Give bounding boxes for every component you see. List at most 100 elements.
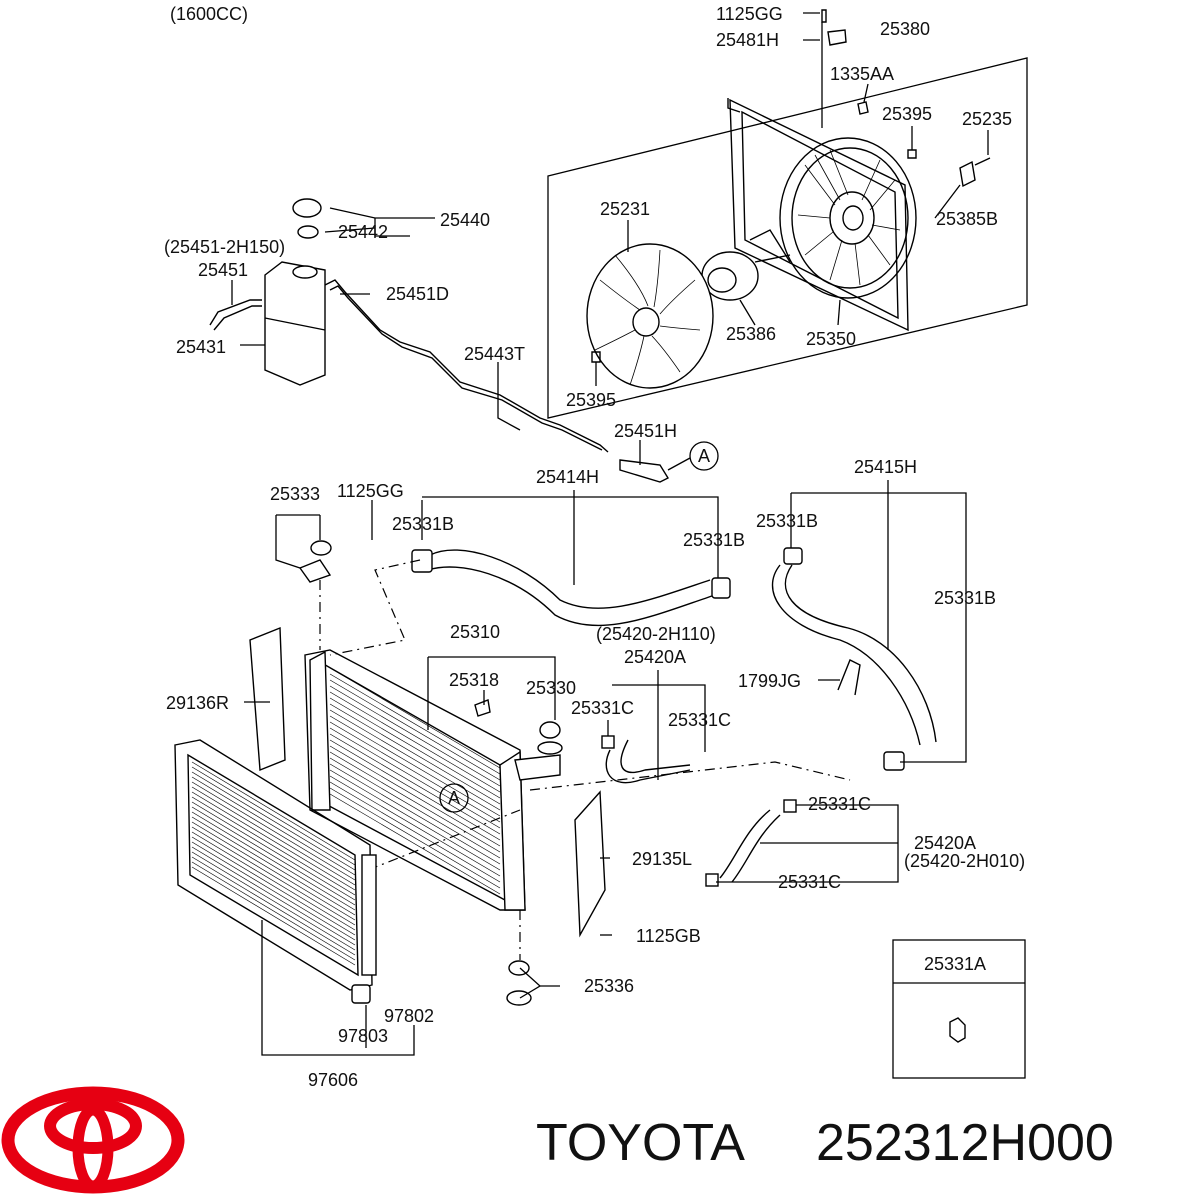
core-fin-line: [329, 781, 501, 883]
core-fin-line: [329, 721, 501, 823]
label-25420a-b: 25420A: [914, 833, 976, 853]
label-1335aa: 1335AA: [830, 64, 894, 84]
label-25395-b: 25395: [566, 390, 616, 410]
label-25451-alt: (25451-2H150): [164, 237, 285, 257]
label-25440: 25440: [440, 210, 490, 230]
label-29136r: 29136R: [166, 693, 229, 713]
label-25442: 25442: [338, 222, 388, 242]
core-fin-line: [329, 727, 501, 829]
condenser-group: [174, 626, 610, 1056]
label-25481h: 25481H: [716, 30, 779, 50]
core-fin-line: [329, 667, 501, 769]
label-29135l: 29135L: [632, 849, 692, 869]
brand-name: TOYOTA: [536, 1114, 745, 1172]
core-fin-line: [191, 836, 356, 936]
core-fin-line: [191, 806, 356, 906]
core-fin-line: [329, 769, 501, 871]
label-25336: 25336: [584, 976, 634, 996]
label-1125gg-mid: 1125GG: [337, 481, 404, 501]
ref-a-mid: A: [448, 788, 460, 808]
core-fin-line: [191, 811, 356, 911]
core-fin-line: [191, 791, 356, 891]
label-25395-a: 25395: [882, 104, 932, 124]
label-25386: 25386: [726, 324, 776, 344]
core-fin-line: [329, 763, 501, 865]
core-fin-line: [191, 761, 356, 861]
ref-a-top: A: [698, 446, 710, 466]
label-97803: 97803: [338, 1026, 388, 1046]
label-25330: 25330: [526, 678, 576, 698]
label-25231: 25231: [600, 199, 650, 219]
core-fin-line: [191, 816, 356, 916]
hoses-group: [411, 480, 967, 887]
label-25414h: 25414H: [536, 467, 599, 487]
toyota-logo: [1, 1086, 185, 1194]
core-fin-line: [329, 751, 501, 853]
clamp-box: [892, 939, 1026, 1079]
label-1125gb: 1125GB: [636, 926, 701, 946]
core-fin-line: [191, 796, 356, 896]
radiator-group: [275, 500, 851, 1006]
core-fin-line: [191, 821, 356, 921]
core-fin-line: [329, 703, 501, 805]
label-25318: 25318: [449, 670, 499, 690]
core-fin-line: [191, 786, 356, 886]
label-97802: 97802: [384, 1006, 434, 1026]
label-25451: 25451: [198, 260, 248, 280]
core-fin-line: [329, 757, 501, 859]
core-fin-line: [329, 745, 501, 847]
label-25331c-c: 25331C: [808, 794, 871, 814]
core-fin-line: [191, 866, 356, 966]
core-fin-line: [329, 691, 501, 793]
label-25331c-d: 25331C: [778, 872, 841, 892]
label-25420-alt-a: (25420-2H110): [596, 624, 716, 644]
core-fin-line: [329, 775, 501, 877]
label-25331b-a: 25331B: [392, 514, 454, 534]
label-25451d: 25451D: [386, 284, 449, 304]
label-25443t: 25443T: [464, 344, 525, 364]
core-fin-line: [329, 733, 501, 835]
label-97606: 97606: [308, 1070, 358, 1090]
label-25331c-a: 25331C: [571, 698, 634, 718]
label-25420a-a: 25420A: [624, 647, 686, 667]
core-fin-line: [329, 673, 501, 775]
label-25431: 25431: [176, 337, 226, 357]
label-25415h: 25415H: [854, 457, 917, 477]
fan-assembly-group: [547, 9, 1028, 419]
label-25331a: 25331A: [924, 954, 986, 974]
core-fin-line: [191, 801, 356, 901]
core-fin-line: [191, 851, 356, 951]
core-fin-line: [329, 793, 501, 895]
core-fin-line: [191, 861, 356, 961]
label-25331b-d: 25331B: [934, 588, 996, 608]
core-fin-line: [191, 856, 356, 956]
core-fin-line: [191, 766, 356, 866]
core-fin-line: [191, 841, 356, 941]
label-25350: 25350: [806, 329, 856, 349]
core-fin-line: [191, 781, 356, 881]
core-fin-line: [329, 715, 501, 817]
core-fin-line: [191, 846, 356, 946]
label-1799jg: 1799JG: [738, 671, 801, 691]
label-25235: 25235: [962, 109, 1012, 129]
reservoir-group: [209, 198, 691, 483]
core-fin-line: [191, 831, 356, 931]
label-25331c-b: 25331C: [668, 710, 731, 730]
core-fin-line: [329, 697, 501, 799]
brand-part-number: 252312H000: [816, 1114, 1114, 1172]
core-fin-line: [191, 776, 356, 876]
label-25385b: 25385B: [936, 209, 998, 229]
core-fin-line: [329, 709, 501, 811]
label-25333: 25333: [270, 484, 320, 504]
core-fin-line: [191, 826, 356, 926]
label-25331b-c: 25331B: [756, 511, 818, 531]
label-25331b-b: 25331B: [683, 530, 745, 550]
label-25380: 25380: [880, 19, 930, 39]
label-25451h: 25451H: [614, 421, 677, 441]
core-fin-line: [329, 739, 501, 841]
label-1125gg-top: 1125GG: [716, 4, 783, 24]
core-fin-line: [329, 787, 501, 889]
core-fin-line: [329, 685, 501, 787]
label-25310: 25310: [450, 622, 500, 642]
